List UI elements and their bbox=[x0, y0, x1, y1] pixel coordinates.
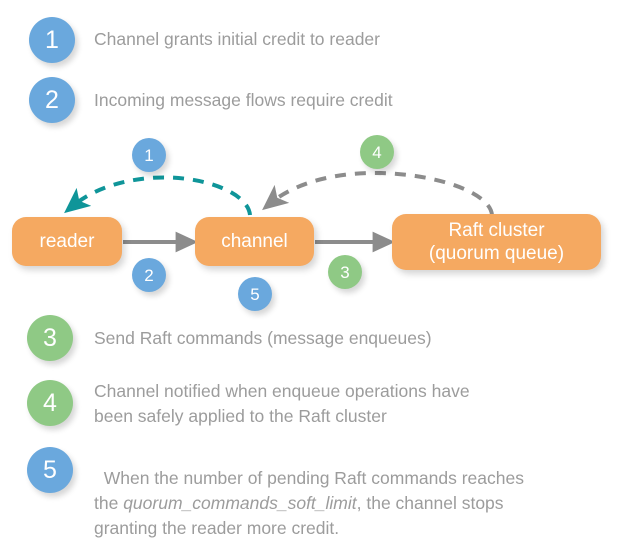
legend-text-5-part2: , the channel stops granting the reader … bbox=[94, 493, 504, 538]
legend-text-4: Channel notified when enqueue operations… bbox=[94, 381, 470, 426]
node-raft-cluster[interactable]: Raft cluster (quorum queue) bbox=[392, 214, 601, 270]
legend-text-1: Channel grants initial credit to reader bbox=[94, 29, 380, 49]
legend-text-5-config-name: quorum_commands_soft_limit bbox=[123, 493, 357, 513]
edge-raft-to-channel bbox=[262, 170, 494, 216]
legend-badge-4: 4 bbox=[27, 380, 73, 426]
legend-badge-1: 1 bbox=[29, 17, 75, 63]
legend-badge-5: 5 bbox=[27, 447, 73, 493]
legend-text-2: Incoming message flows require credit bbox=[94, 90, 393, 110]
legend-text-5: When the number of pending Raft commands… bbox=[94, 441, 614, 541]
marker-1-credit-grant: 1 bbox=[132, 138, 166, 172]
marker-2-message-flow: 2 bbox=[132, 258, 166, 292]
legend-badge-3: 3 bbox=[27, 315, 73, 361]
legend-text-3: Send Raft commands (message enqueues) bbox=[94, 328, 432, 348]
marker-4-enqueue-notify: 4 bbox=[360, 135, 394, 169]
legend-badge-2: 2 bbox=[29, 77, 75, 123]
marker-5-soft-limit: 5 bbox=[238, 277, 272, 311]
node-reader[interactable]: reader bbox=[12, 217, 122, 266]
edge-channel-to-reader bbox=[64, 175, 252, 216]
marker-3-raft-commands: 3 bbox=[328, 255, 362, 289]
node-channel[interactable]: channel bbox=[195, 217, 314, 266]
legend-text-5-part1: When the number of pending Raft commands… bbox=[94, 468, 524, 513]
